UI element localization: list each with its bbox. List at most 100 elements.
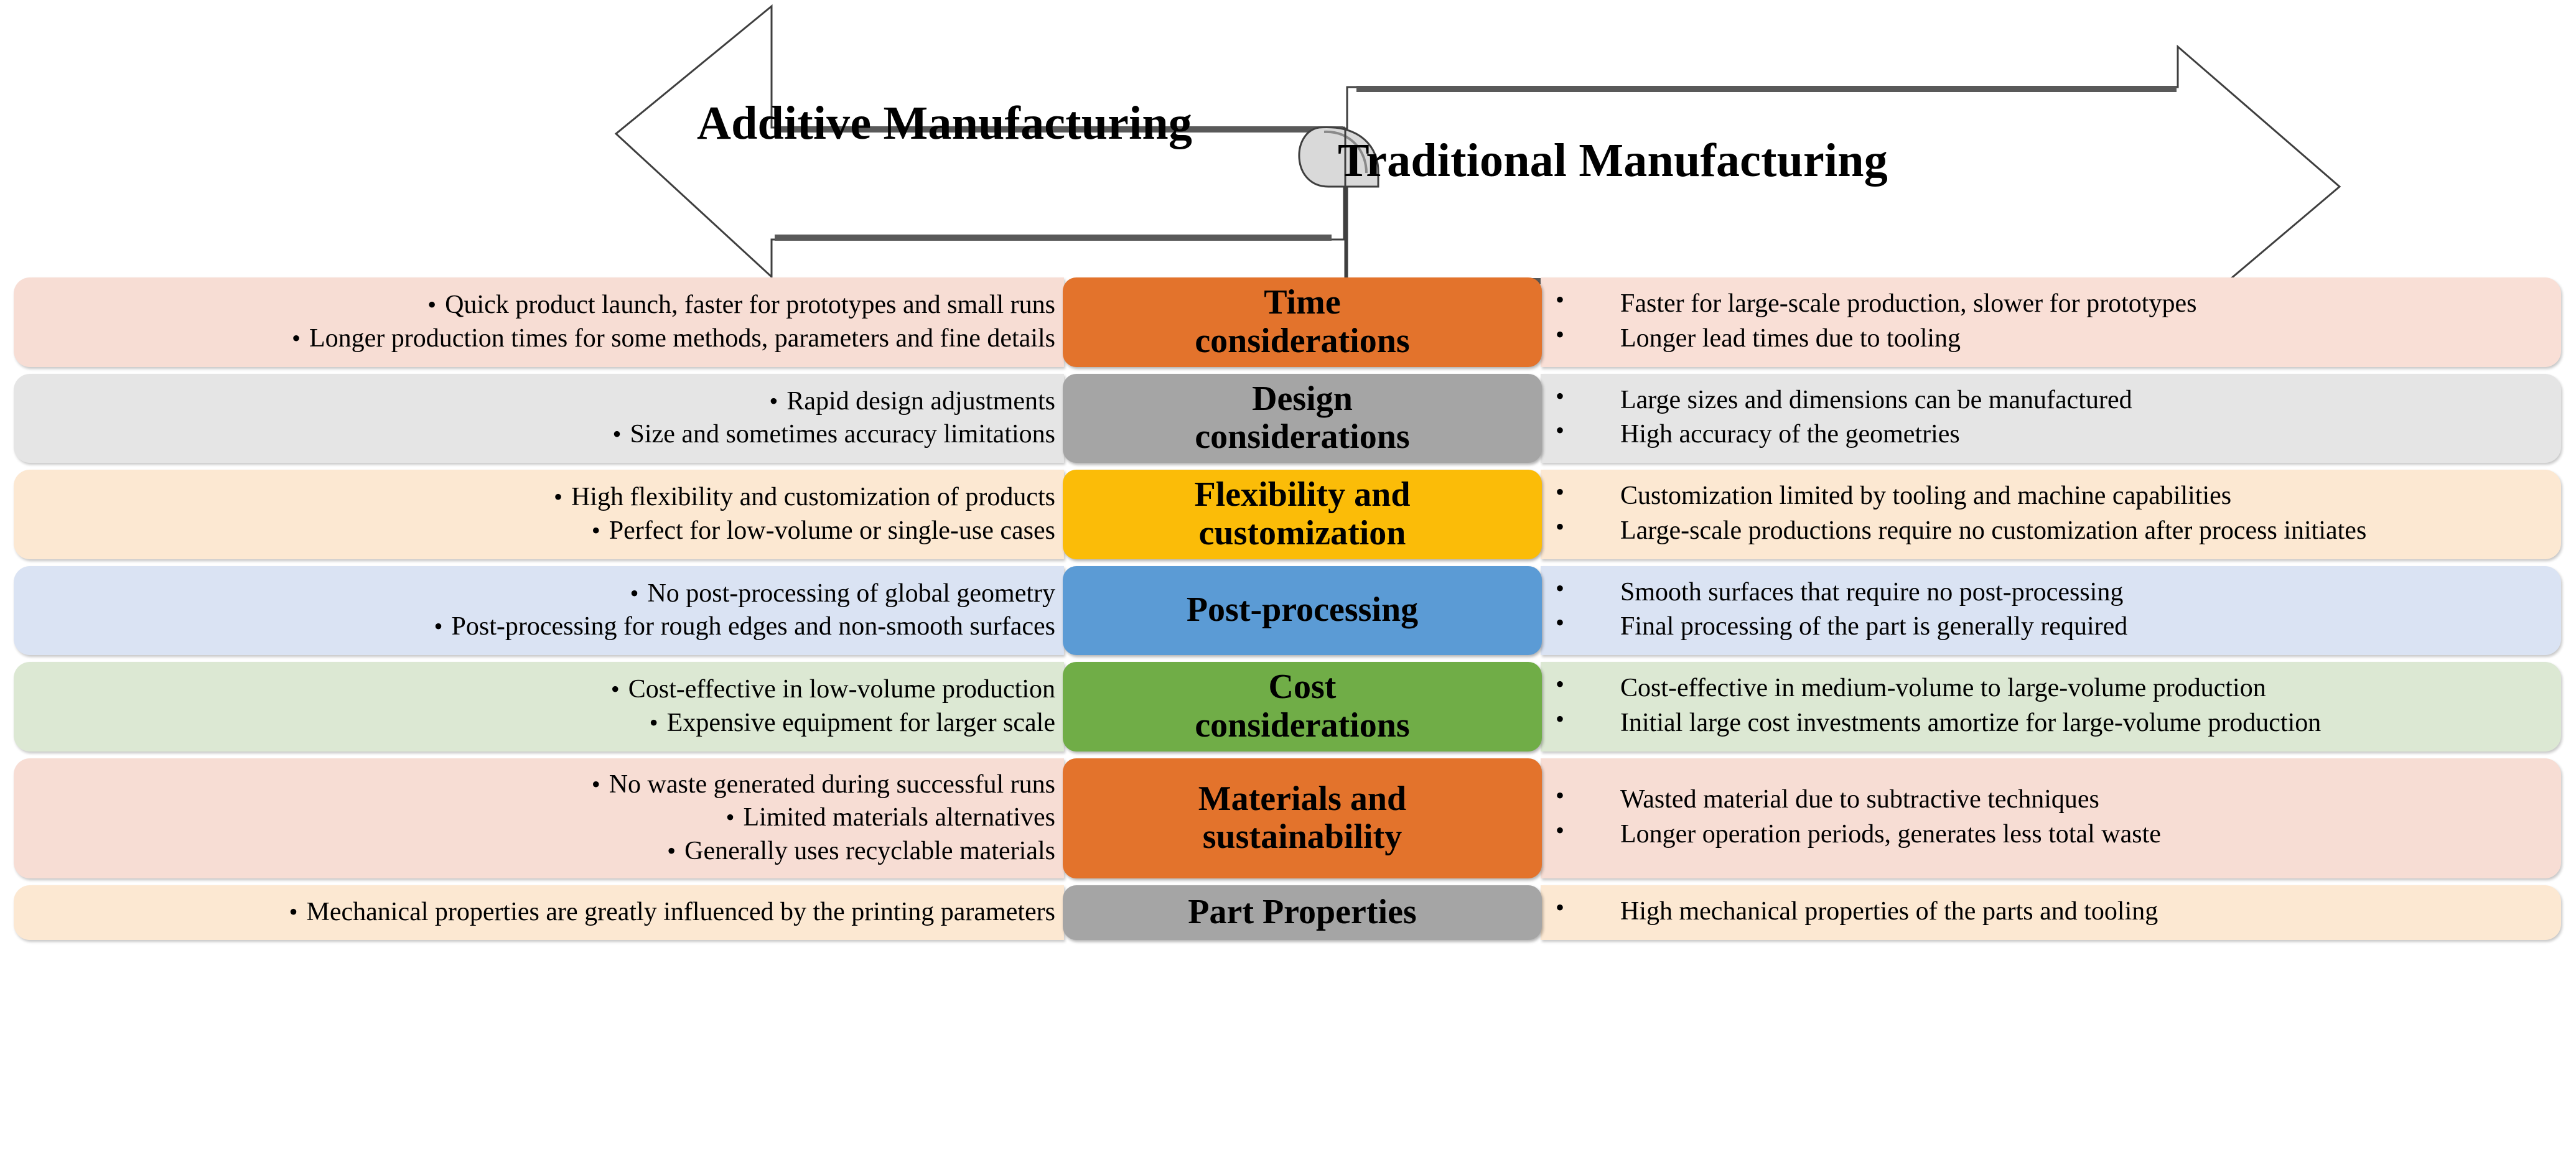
bullet-text: Perfect for low-volume or single-use cas… [609,516,1055,545]
bullet-text: Post-processing for rough edges and non-… [451,612,1055,641]
bullet-text: Generally uses recyclable materials [684,837,1055,865]
bullet-item: •Cost-effective in medium-volume to larg… [1547,672,2545,705]
traditional-manufacturing-cell: • Smooth surfaces that require no post-pr… [1541,565,2561,655]
bullet-list: • Wasted material due to subtractive tech… [1547,783,2545,853]
bullet-item: •High mechanical properties of the parts… [1547,895,2545,929]
bullet-marker-icon: • [427,291,437,319]
additive-manufacturing-cell: • Cost-effective in low-volume production… [14,662,1064,751]
bullet-text: No post-processing of global geometry [647,579,1055,608]
bullet-item: •Initial large cost investments amortize… [1547,706,2545,740]
bullet-item: • Expensive equipment for larger scale [30,707,1055,740]
scroll-curl-shape [1298,126,1379,188]
bullet-text: Initial large cost investments amortize … [1620,708,2322,737]
bullet-marker-icon: • [1556,512,1565,541]
header-banner: Additive Manufacturing Traditional Manuf… [0,0,2576,286]
category-title-line1: Materials and [1198,779,1407,818]
bullet-text: Expensive equipment for larger scale [666,708,1055,737]
bullet-marker-icon: • [726,803,735,832]
bullet-list: • Mechanical properties are greatly influ… [30,896,1056,929]
bullet-text: Rapid design adjustments [786,386,1055,416]
bullet-marker-icon: • [1556,574,1565,602]
bullet-list: • Customization limited by tooling and ma… [1547,480,2545,549]
banner-label-additive-manufacturing: Additive Manufacturing [697,97,1193,149]
bullet-marker-icon: • [1556,320,1565,348]
bullet-item: •Customization limited by tooling and ma… [1547,480,2545,513]
category-title-line1: Design [1252,379,1353,418]
bullet-marker-icon: • [553,483,562,511]
bullet-text: High accuracy of the geometries [1620,420,1960,449]
bullet-text: Final processing of the part is generall… [1620,612,2128,641]
bullet-item: • Mechanical properties are greatly influ… [30,896,1056,929]
comparison-row: • No post-processing of global geometry • P… [0,565,2576,655]
comparison-table: • Quick product launch, faster for protot… [0,277,2576,947]
traditional-manufacturing-cell: • Large sizes and dimensions can be manuf… [1541,373,2561,463]
scroll-curl-highlight [1323,130,1368,174]
traditional-manufacturing-cell: • Customization limited by tooling and ma… [1541,470,2561,559]
comparison-row: • Rapid design adjustments•Size and somet… [0,373,2576,463]
bullet-text: Wasted material due to subtractive techn… [1620,785,2099,814]
category-label-7: Part Properties [1063,885,1542,940]
comparison-row: •No waste generated during successful ru… [0,758,2576,878]
bullet-marker-icon: • [1556,781,1565,810]
category-title-line1: Post-processing [1186,590,1419,630]
comparison-row: •High flexibility and customization of p… [0,470,2576,559]
bullet-item: •Faster for large-scale production, slow… [1547,287,2545,321]
bullet-list: • Smooth surfaces that require no post-pr… [1547,574,2545,646]
bullet-text: Quick product launch, faster for prototy… [445,291,1055,319]
bullet-text: Faster for large-scale production, slowe… [1620,289,2197,318]
bullet-item: • High accuracy of the geometries [1547,418,2545,452]
bullet-item: • Large sizes and dimensions can be manuf… [1547,381,2545,417]
bullet-item: • Rapid design adjustments [30,385,1055,419]
bullet-list: • Faster for large-scale production, slow… [1547,287,2545,357]
category-title-line2: considerations [1195,321,1410,360]
traditional-manufacturing-cell: • Faster for large-scale production, slow… [1541,277,2561,367]
bullet-text: Customization limited by tooling and mac… [1620,482,2232,510]
bullet-item: •Size and sometimes accuracy limitations [30,418,1055,452]
additive-manufacturing-cell: •High flexibility and customization of p… [14,470,1064,559]
bullet-marker-icon: • [434,612,443,641]
bullet-item: • Wasted material due to subtractive tech… [1547,783,2545,817]
category-title-line2: sustainability [1202,817,1402,857]
bullet-marker-icon: • [1556,816,1565,845]
bullet-text: Cost-effective in low-volume production [628,675,1055,704]
bullet-item: • Large-scale productions require no cust… [1547,514,2545,548]
category-title-line1: Time [1264,283,1341,322]
bullet-marker-icon: • [649,708,658,737]
bullet-item: •No waste generated during successful ru… [30,768,1055,802]
banner-label-traditional-manufacturing: Traditional Manufacturing [1338,134,1888,187]
bullet-marker-icon: • [289,897,298,926]
bullet-text: Large sizes and dimensions can be manufa… [1620,385,2132,414]
bullet-text: Mechanical properties are greatly influe… [306,897,1055,926]
bullet-text: Longer lead times due to tooling [1620,323,1961,353]
bullet-marker-icon: • [667,837,676,865]
additive-manufacturing-cell: •No waste generated during successful ru… [14,758,1064,878]
bullet-text: Cost-effective in medium-volume to large… [1620,674,2266,702]
bullet-item: • Generally uses recyclable materials [30,835,1055,868]
bullet-item: •Final processing of the part is general… [1547,610,2545,644]
bullet-item: •Longer production times for some method… [30,322,1055,356]
bullet-list: • Rapid design adjustments•Size and somet… [30,385,1055,452]
comparison-row: • Mechanical properties are greatly influ… [0,885,2576,940]
bullet-item: • Quick product launch, faster for protot… [30,289,1055,322]
traditional-manufacturing-cell: •Cost-effective in medium-volume to larg… [1541,662,2561,751]
bullet-text: Large-scale productions require no custo… [1620,516,2367,545]
bullet-marker-icon: • [630,579,639,607]
bullet-item: • No post-processing of global geometry [30,577,1055,611]
bullet-marker-icon: • [1556,893,1565,921]
bullet-marker-icon: • [1556,381,1565,410]
category-title-line2: considerations [1195,417,1410,457]
bullet-marker-icon: • [612,420,622,449]
bullet-marker-icon: • [591,770,600,798]
bullet-text: Smooth surfaces that require no post-pro… [1620,577,2124,607]
bullet-marker-icon: • [1556,416,1565,445]
bullet-list: •Cost-effective in medium-volume to larg… [1547,672,2545,742]
bullet-item: •Longer operation periods, generates les… [1547,818,2545,852]
bullet-item: •Limited materials alternatives [30,801,1056,835]
bullet-marker-icon: • [769,386,778,415]
additive-manufacturing-cell: • Quick product launch, faster for protot… [14,277,1064,367]
